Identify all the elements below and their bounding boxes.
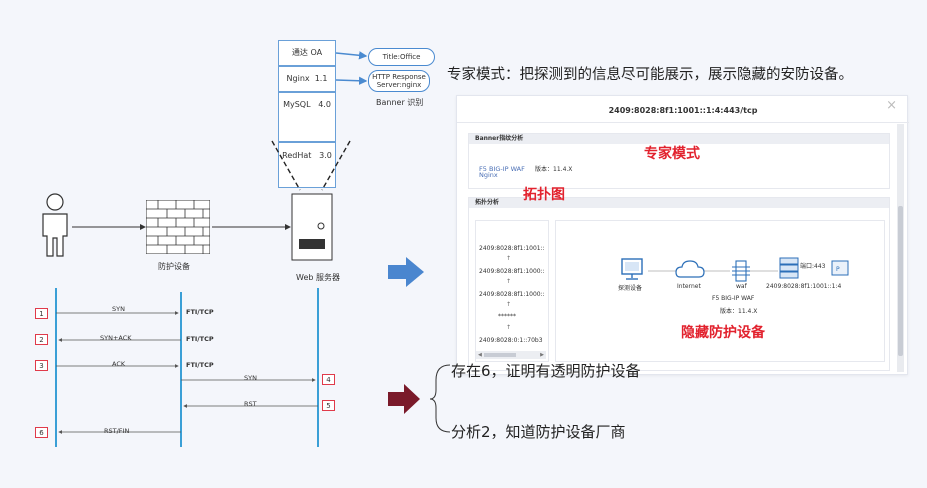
waf-link[interactable]: F5 BIG-IP WAF <box>479 165 525 173</box>
step-number: 3 <box>35 360 48 371</box>
step-label: ACK <box>112 360 126 368</box>
firewall-icon <box>146 200 210 254</box>
banner-section: Banner指纹分析 F5 BIG-IP WAF 版本：11.4.X Nginx <box>468 133 890 189</box>
ip-item: 2409:8028:0:1::70b3 <box>479 337 543 344</box>
expert-panel: 2409:8028:8f1:1001::1:4:443/tcp × Banner… <box>456 95 909 375</box>
waf-label: waf <box>736 283 747 290</box>
topology-section: 拓扑分析 2409:8028:8f1:1001:: ↑ 2409:8028:8f… <box>468 197 890 371</box>
step-number: 2 <box>35 334 48 345</box>
page-heading: 专家模式：把探测到的信息尽可能展示，展示隐藏的安防设备。 <box>447 67 853 83</box>
step-number: 4 <box>322 374 335 385</box>
topology-canvas: P 探测设备 Internet waf 2409:8028:8f1:1001::… <box>555 220 885 362</box>
banner-caption: Banner 识别 <box>376 98 424 107</box>
banner-item: MySQL 4.0 <box>278 92 336 142</box>
topology-section-head: 拓扑分析 <box>469 198 889 208</box>
overlay-expert-mode: 专家模式 <box>644 146 700 162</box>
conclusion-1: 存在6，证明有透明防护设备 <box>451 362 641 380</box>
step-label: SYN+ACK <box>100 334 132 342</box>
step-label: SYN <box>244 374 257 382</box>
ip-item: 2409:8028:8f1:1001:: <box>479 245 545 252</box>
conclusion-2: 分析2，知道防护设备厂商 <box>451 423 626 441</box>
waf-version: 版本：11.4.X <box>535 166 573 173</box>
ip-item: 2409:8028:8f1:1000:: <box>479 268 545 275</box>
step-mid: FTI/TCP <box>186 308 214 316</box>
banner-item: 通达 OA <box>278 40 336 66</box>
ip-item: 2409:8028:8f1:1000:: <box>479 291 545 298</box>
port-icon <box>831 260 849 276</box>
user-icon <box>42 193 68 257</box>
banner-item: Nginx 1.1 <box>278 66 336 92</box>
target-label: 2409:8028:8f1:1001::1:4 <box>766 283 842 290</box>
server-label: Web 服务器 <box>296 273 340 282</box>
waf-version-label: 版本：11.4.X <box>720 308 758 315</box>
firewall-label: 防护设备 <box>158 262 190 271</box>
panel-scrollbar[interactable] <box>897 124 904 372</box>
overlay-hidden-device: 隐藏防护设备 <box>681 325 765 341</box>
waf-name-label: F5 BIG-IP WAF <box>712 295 755 302</box>
waf-icon <box>732 260 750 282</box>
step-number: 6 <box>35 427 48 438</box>
probe-label: 探测设备 <box>618 285 643 292</box>
banner-bubble-title: Title:Office Anyway <box>368 48 435 77</box>
nginx-link[interactable]: Nginx <box>479 171 498 179</box>
step-label: RST/FIN <box>104 427 130 435</box>
overlay-topology: 拓扑图 <box>523 187 565 203</box>
server-icon <box>291 193 333 261</box>
internet-label: Internet <box>677 283 701 290</box>
ip-list[interactable]: 2409:8028:8f1:1001:: ↑ 2409:8028:8f1:100… <box>475 220 549 362</box>
step-mid: FTI/TCP <box>186 335 214 343</box>
step-label: RST <box>244 400 257 408</box>
step-label: SYN <box>112 305 125 313</box>
probe-device-icon <box>621 258 643 280</box>
port-label: 端口:443 <box>800 263 826 270</box>
step-mid: FTI/TCP <box>186 361 214 369</box>
ip-item: ****** <box>498 313 516 320</box>
internet-icon <box>675 260 705 278</box>
svg-text:P: P <box>836 266 840 273</box>
step-number: 5 <box>322 400 335 411</box>
step-number: 1 <box>35 308 48 319</box>
panel-title: 2409:8028:8f1:1001::1:4:443/tcp <box>608 106 758 115</box>
close-icon[interactable]: × <box>886 98 897 113</box>
banner-item: RedHat 3.0 <box>278 142 336 188</box>
target-server-icon <box>779 257 799 279</box>
banner-section-head: Banner指纹分析 <box>469 134 889 144</box>
